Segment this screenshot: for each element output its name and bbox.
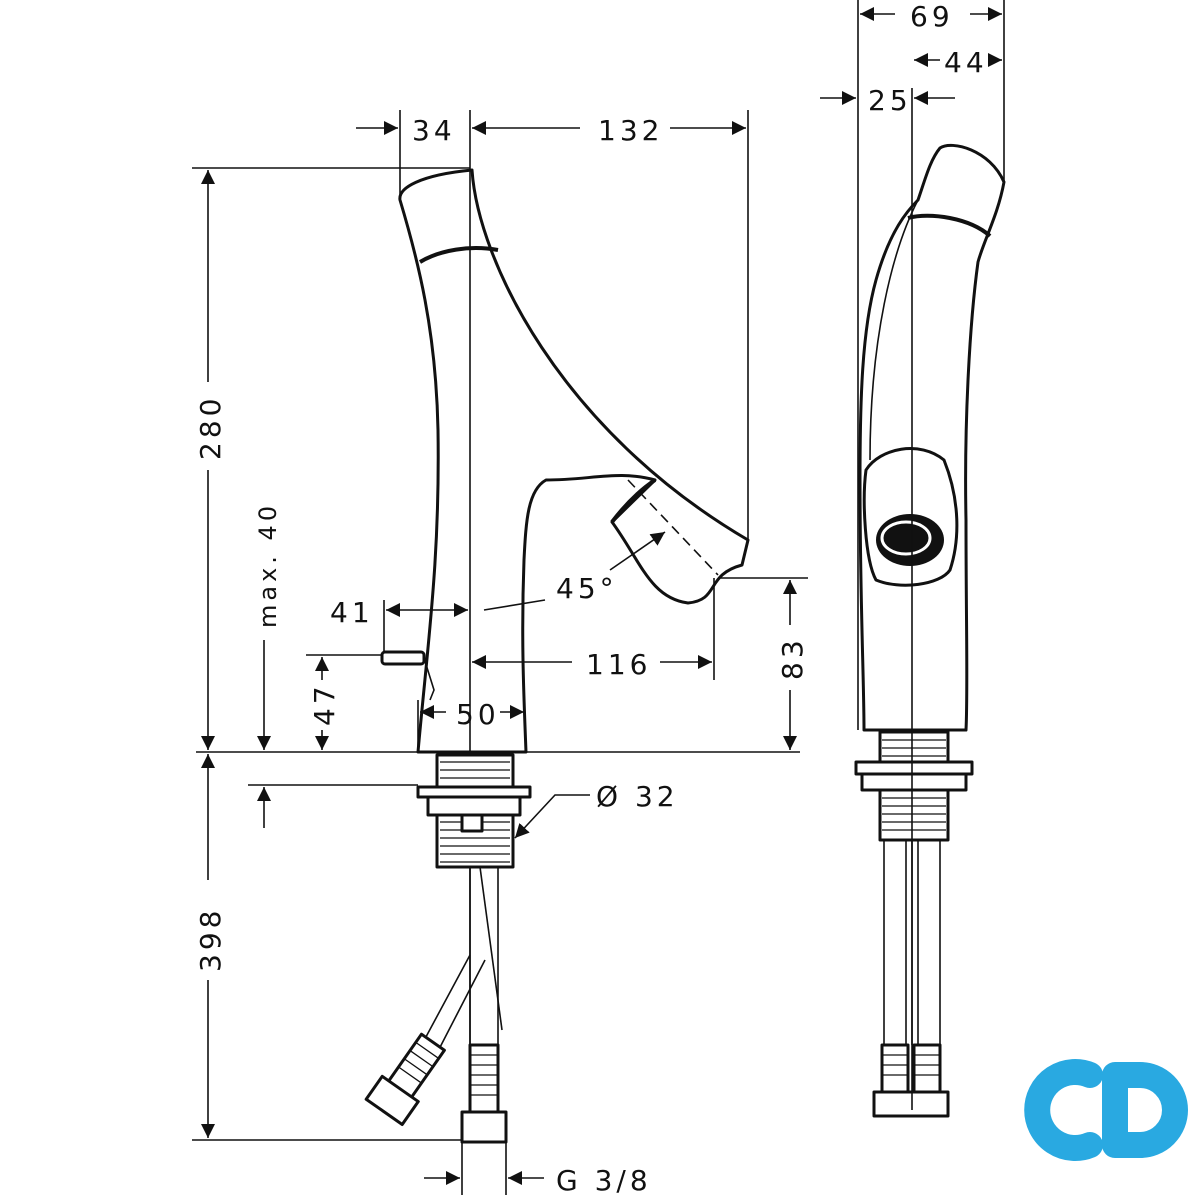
front-lever <box>380 650 426 666</box>
side-body-outline <box>858 143 1006 732</box>
dim-50: 50 <box>456 698 500 731</box>
dim-83: 83 <box>776 636 809 680</box>
front-spout-band <box>418 246 499 264</box>
brand-logo-icon <box>1024 1059 1188 1161</box>
dim-25: 25 <box>868 84 912 117</box>
dim-max-40: max. 40 <box>254 502 282 628</box>
dim-47: 47 <box>308 682 341 726</box>
front-lever-stem <box>423 657 435 701</box>
side-hoses <box>872 840 950 1118</box>
side-view-faucet <box>854 0 1006 1118</box>
dim-34: 34 <box>412 114 456 147</box>
front-outlet-axis <box>627 479 719 576</box>
dim-132: 132 <box>598 114 663 147</box>
front-shank <box>416 753 532 869</box>
side-spout-band <box>907 213 992 238</box>
side-inner-line <box>869 199 919 461</box>
dim-44: 44 <box>944 46 988 79</box>
dim-69: 69 <box>910 0 954 33</box>
dim-diameter-32: Ø 32 <box>596 780 679 813</box>
dim-116: 116 <box>586 648 651 681</box>
dim-280: 280 <box>194 395 227 460</box>
dimension-labels: 69 44 25 34 132 280 max. 40 41 45° 116 8… <box>194 0 988 1197</box>
front-spout-outline <box>398 168 750 754</box>
front-hoses <box>364 866 508 1144</box>
dim-398: 398 <box>194 907 227 972</box>
dimension-lines <box>192 7 1002 1195</box>
dim-41: 41 <box>330 596 374 629</box>
dim-45-degree: 45° <box>556 572 618 605</box>
dim-thread-g38: G 3/8 <box>556 1164 652 1197</box>
front-view-faucet <box>196 110 800 1144</box>
front-outlet-ring <box>610 478 657 524</box>
side-shank <box>854 730 974 842</box>
side-handle-hole-ring <box>880 520 932 556</box>
